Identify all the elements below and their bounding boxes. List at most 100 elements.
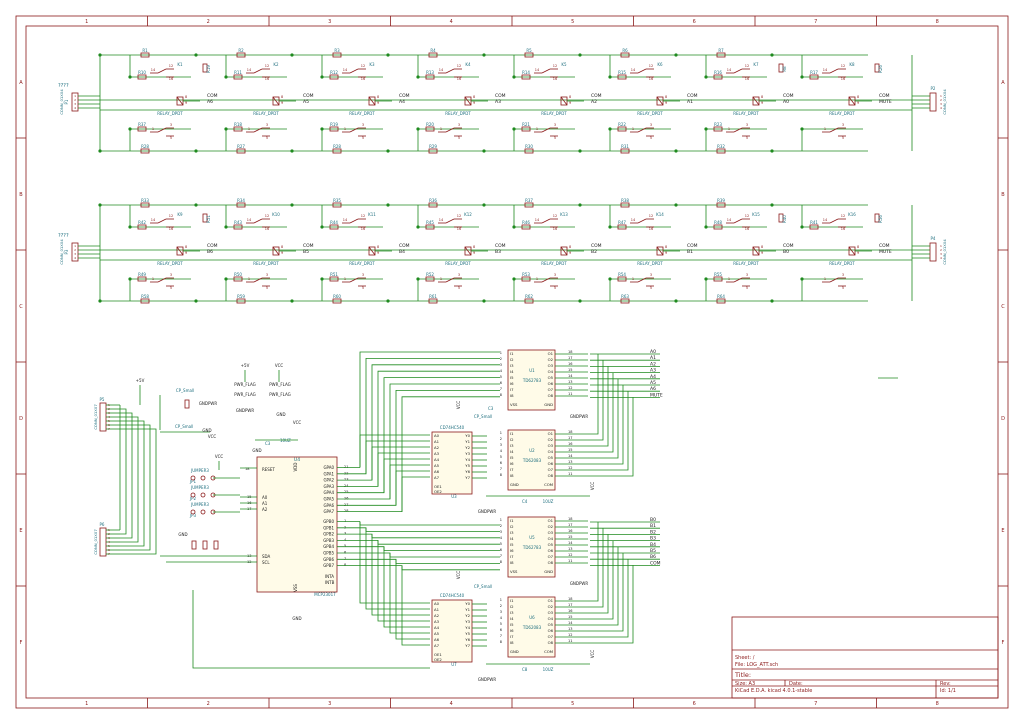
- border-row-label: F: [20, 640, 23, 646]
- capacitor-ref: C8: [522, 667, 528, 672]
- relay-value: RELAY_DPDT: [733, 111, 759, 116]
- bus-wire: [360, 540, 500, 545]
- pin-number: 7: [500, 387, 502, 391]
- relay-pin: 14: [535, 68, 540, 72]
- resistor-ref: R37: [138, 122, 146, 127]
- bus-signal-label: B2: [650, 529, 656, 535]
- resistor-ref: R38: [621, 198, 629, 203]
- relay-signal-label: B0: [783, 249, 789, 255]
- jumper-pad: [190, 509, 196, 515]
- title-rev: Rev:: [940, 681, 951, 687]
- relay-value: RELAY_DPDT: [829, 261, 855, 266]
- connector-out: [929, 92, 937, 112]
- relay-value: RELAY_DPDT: [829, 111, 855, 116]
- border-row-label: D: [19, 416, 23, 422]
- title-size: Size: A3: [735, 681, 755, 687]
- relay-contact: [637, 127, 647, 133]
- junction: [224, 75, 228, 79]
- capacitor-ref: C3: [488, 406, 494, 411]
- resistor-ref: R2: [238, 48, 244, 53]
- resistor: [713, 126, 723, 132]
- driver-body: [507, 349, 556, 411]
- bus-wire: [383, 546, 430, 628]
- resistor-ref: R3: [334, 48, 340, 53]
- bus-wire: [360, 383, 500, 500]
- relay-contact: [157, 277, 167, 283]
- relay-contact: [349, 127, 359, 133]
- resistor-ref: R62: [525, 294, 533, 299]
- relay-pin: 9: [569, 251, 571, 255]
- resistor: [202, 63, 208, 73]
- relay-signal-label: B3: [495, 249, 501, 255]
- wire: [192, 590, 430, 669]
- pin-number: 2: [500, 437, 502, 441]
- power-label: GND: [202, 428, 211, 433]
- latch-pin: Y4: [465, 625, 470, 630]
- power-label: VCC: [208, 434, 217, 439]
- power-label: GND: [178, 532, 187, 537]
- relay-contact: [253, 127, 263, 133]
- relay-pin: 8: [185, 95, 187, 99]
- relay-signal-label: A1: [687, 99, 693, 105]
- unknown-label: ????: [58, 83, 69, 89]
- pin-number: 6: [500, 461, 502, 465]
- driver-pin: I6: [510, 628, 514, 633]
- connector-pin: 1: [74, 94, 76, 98]
- relay-pin: 1: [824, 127, 826, 131]
- driver-value: TD62783: [522, 378, 542, 383]
- bus-wire: [588, 385, 624, 465]
- relay-signal-label: A4: [399, 99, 405, 105]
- bus-signal-label: B3: [650, 536, 656, 542]
- relay-pin: 3: [650, 123, 652, 127]
- resistor: [713, 224, 723, 230]
- connector-pin: 6: [108, 423, 110, 427]
- pin-number: 28: [344, 509, 348, 513]
- relay-contact: [445, 68, 455, 74]
- relay-contact: [445, 127, 455, 133]
- pin-number: 7: [500, 554, 502, 558]
- resistor-ref: R53: [522, 272, 530, 277]
- relay-contact: [253, 218, 263, 224]
- resistor-ref: R15: [618, 70, 626, 75]
- bus-signal-label: A1: [650, 355, 656, 361]
- resistor: [617, 276, 627, 282]
- pin-number: 1: [500, 598, 502, 602]
- relay-coil: [176, 96, 184, 106]
- relay-contact: [829, 127, 839, 133]
- resistor-ref: R40: [782, 215, 787, 223]
- resistor: [809, 224, 819, 230]
- pin-number: 4: [500, 536, 503, 540]
- resistor: [716, 202, 726, 208]
- bus-wire: [389, 553, 430, 634]
- resistor-ref: R49: [138, 272, 146, 277]
- resistor-ref: R6: [622, 48, 628, 53]
- io-expander-pin: GPB2: [323, 532, 334, 537]
- io-expander-pin: GPB1: [323, 525, 334, 530]
- driver-value: TD62783: [522, 545, 542, 550]
- resistor: [778, 63, 784, 73]
- resistor: [140, 52, 150, 58]
- io-expander-pin: GPB5: [323, 551, 334, 556]
- pin-number: 24: [344, 484, 349, 488]
- relay-pin: 1: [248, 127, 250, 131]
- io-expander-pin: GPA1: [323, 471, 334, 476]
- junction: [512, 75, 516, 79]
- io-expander-pin: INTB: [325, 580, 335, 585]
- latch-pin: A7: [434, 475, 440, 480]
- resistor: [332, 52, 342, 58]
- border-col-label: 2: [207, 701, 210, 707]
- connector-ref: P2: [931, 86, 936, 91]
- relay-contact: [637, 277, 647, 283]
- resistor: [524, 52, 534, 58]
- junction: [290, 299, 294, 303]
- relay-coil: [656, 246, 664, 256]
- jumper-pad: [200, 475, 206, 481]
- connector-pin: 2: [74, 98, 76, 102]
- relay-pin: 5: [554, 286, 556, 290]
- bus-signal-label: A6: [650, 386, 656, 392]
- relay-pin: 8: [473, 245, 475, 249]
- relay-pin: 5: [458, 136, 460, 140]
- power-label: +5V: [241, 363, 250, 368]
- relay-com-label: COM: [207, 243, 218, 249]
- relay-pin: 8: [281, 245, 283, 249]
